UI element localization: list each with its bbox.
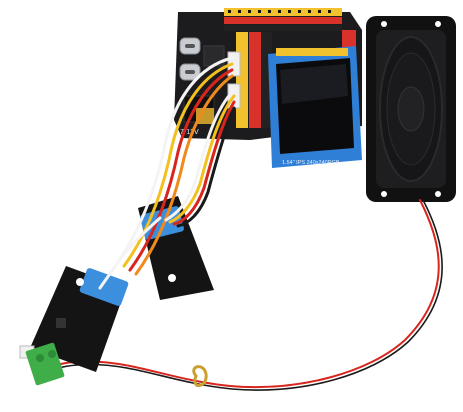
tft-display: 1.54" IPS 240x240RGB xyxy=(268,46,362,168)
wire-red xyxy=(128,68,234,272)
tft-pin-header xyxy=(276,48,348,56)
green-screw-terminal xyxy=(25,342,65,386)
sensor-module xyxy=(19,266,129,386)
speaker-mount-hole xyxy=(381,191,387,197)
wire-white xyxy=(164,88,236,222)
wire-white xyxy=(116,216,162,264)
wire-yellow xyxy=(168,94,236,224)
speaker-wire-black xyxy=(51,199,443,391)
usb-c-port-icon xyxy=(179,63,201,81)
board-voltage-label: 7-12V xyxy=(180,129,199,136)
speaker-cable xyxy=(49,199,443,391)
mount-hole xyxy=(168,274,176,282)
tft-caption-label: 1.54" IPS 240x240RGB xyxy=(282,160,340,166)
side-pin-headers xyxy=(236,32,272,128)
usb-c-port-icon xyxy=(179,37,201,55)
speaker-mount-hole xyxy=(435,21,441,27)
speaker-mount-hole xyxy=(435,191,441,197)
sensor-module-connector xyxy=(79,268,129,306)
speaker-cone-icon xyxy=(379,36,443,182)
signal-wires xyxy=(98,56,236,290)
speaker-wire-red xyxy=(49,199,440,389)
cable-tie xyxy=(192,365,208,387)
speaker xyxy=(366,16,456,202)
sensor-chip xyxy=(56,318,66,328)
top-pin-headers xyxy=(224,8,342,31)
wire-white xyxy=(98,56,234,290)
tft-screen-glare xyxy=(280,64,348,104)
speaker-mount-hole xyxy=(381,21,387,27)
wire-orange xyxy=(134,74,234,276)
wire-red xyxy=(172,100,236,226)
wire-black xyxy=(176,106,236,228)
mount-hole xyxy=(76,278,84,286)
